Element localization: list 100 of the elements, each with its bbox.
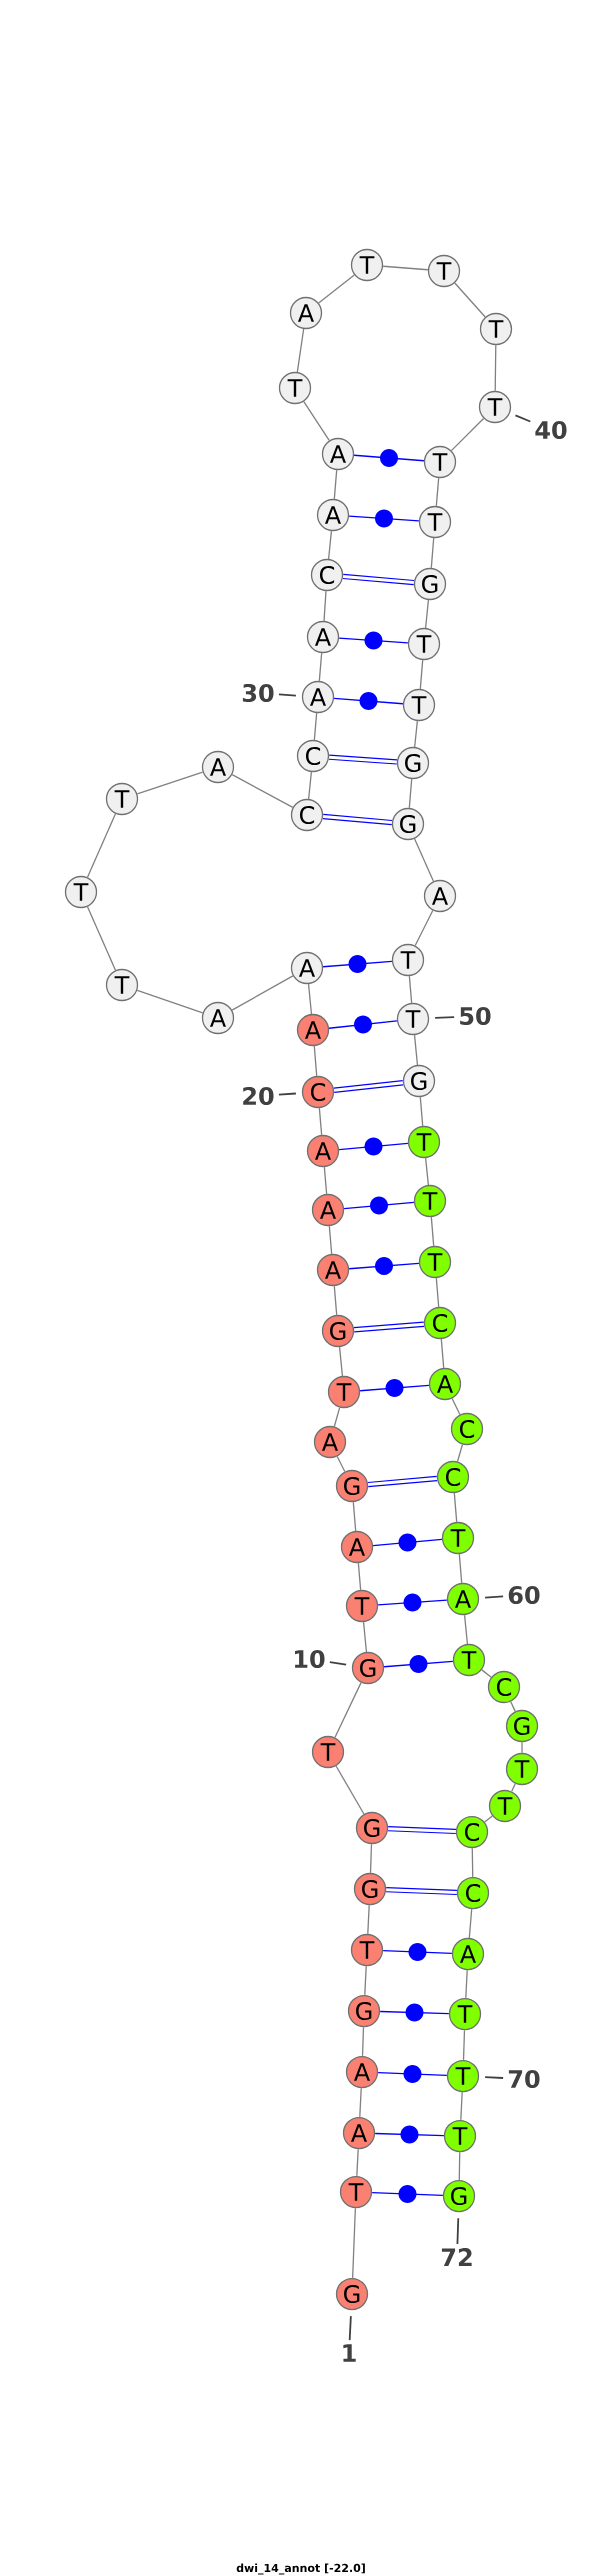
position-number: 10: [295, 1649, 325, 1669]
position-number: 72: [441, 2248, 472, 2266]
backbone-line: [86, 813, 117, 878]
backbone-line: [414, 909, 434, 947]
base-pair-line: [322, 813, 393, 826]
base-pair-line: [367, 1475, 438, 1488]
backbone-line: [414, 720, 418, 748]
backbone-line: [333, 1406, 341, 1428]
backbone-line: [458, 1553, 463, 1584]
backbone-line: [323, 1166, 328, 1195]
backbone-line: [361, 2026, 365, 2057]
backbone-line: [136, 771, 204, 795]
backbone-line: [318, 274, 355, 304]
backbone-line: [408, 778, 413, 809]
backbone-line: [440, 1338, 445, 1369]
backbone-line: [521, 1741, 523, 1754]
backbone-line: [362, 1621, 368, 1653]
backbone-line: [463, 1614, 469, 1645]
base-pair-line: [359, 1379, 430, 1397]
base-pair-line: [342, 573, 415, 586]
backbone-line: [136, 989, 204, 1014]
backbone-line: [494, 344, 497, 392]
backbone-line: [511, 1783, 516, 1792]
backbone-line: [413, 838, 435, 882]
backbone-line: [335, 1765, 365, 1815]
position-number: 1: [343, 2344, 356, 2362]
backbone-line: [231, 975, 294, 1011]
backbone-line: [435, 1277, 440, 1308]
backbone-line: [367, 1904, 370, 1935]
backbone-line: [484, 1815, 493, 1823]
position-number: 70: [508, 2069, 540, 2089]
leader-line: [514, 414, 532, 423]
base-pair-line: [383, 1655, 454, 1673]
base-pair-line: [353, 449, 425, 467]
base-pair-line: [371, 2185, 444, 2204]
backbone-line: [318, 1107, 323, 1136]
base-pair-line: [333, 1080, 404, 1093]
backbone-line: [408, 975, 413, 1004]
backbone-line: [364, 1965, 367, 1996]
base-pair-line: [372, 1533, 443, 1552]
backbone-line: [462, 2029, 466, 2061]
backbone-line: [456, 1443, 464, 1463]
base-pair-line: [322, 955, 393, 973]
backbone-line: [471, 1847, 474, 1878]
backbone-line: [336, 1455, 346, 1473]
backbone-line: [303, 400, 330, 442]
backbone-line: [510, 1701, 516, 1712]
base-pair-line: [338, 1137, 409, 1156]
backbone-line: [333, 469, 338, 500]
backbone-line: [430, 1216, 435, 1247]
position-number: 40: [535, 420, 567, 440]
backbone-line: [338, 1346, 344, 1377]
leader-line: [278, 1092, 297, 1096]
backbone-line: [468, 1908, 473, 1939]
base-pair-line: [353, 1321, 425, 1333]
base-pair-line: [374, 2125, 445, 2144]
backbone-line: [323, 590, 327, 622]
backbone-line: [86, 906, 117, 971]
backbone-line: [430, 537, 435, 569]
base-pair-line: [343, 1196, 415, 1215]
backbone-line: [458, 2151, 461, 2181]
base-pair-line: [348, 1257, 420, 1275]
backbone-line: [481, 1669, 492, 1678]
leader-line: [434, 1016, 455, 1019]
base-pair-line: [328, 1015, 398, 1034]
base-pair-line: [382, 1943, 453, 1962]
backbone-line: [307, 983, 313, 1015]
leader-line: [456, 2217, 460, 2245]
backbone-line: [453, 1492, 458, 1523]
position-number: 30: [242, 683, 274, 703]
leader-line: [348, 2315, 352, 2341]
backbone-line: [419, 1096, 424, 1127]
leader-line: [484, 1595, 504, 1599]
base-pair-line: [377, 1593, 448, 1612]
backbone-line: [424, 599, 430, 629]
backbone-line: [425, 1157, 429, 1186]
backbone-line: [451, 1397, 461, 1416]
backbone-line: [334, 1681, 362, 1739]
caption: dwi_14_annot [-22.0]: [236, 2563, 365, 2575]
backbone-line: [369, 1843, 373, 1874]
backbone-line: [313, 1045, 318, 1077]
base-pair-line: [379, 2003, 450, 2022]
backbone-line: [356, 2148, 359, 2177]
backbone-line: [450, 417, 485, 452]
backbone-line: [328, 1225, 333, 1255]
base-pair-line: [333, 692, 404, 710]
leader-line: [484, 2076, 504, 2079]
backbone-line: [352, 2207, 356, 2279]
backbone-line: [435, 477, 440, 507]
backbone-line: [382, 265, 429, 271]
backbone-line: [460, 2091, 463, 2121]
backbone-line: [327, 530, 333, 560]
base-pair-line: [377, 2065, 448, 2084]
base-pair-line: [386, 1886, 457, 1896]
base-pair-line: [338, 631, 409, 650]
backbone-line: [352, 1501, 357, 1532]
backbone-line: [419, 659, 424, 690]
base-pair-line: [348, 509, 420, 528]
leader-line: [328, 1661, 347, 1666]
leader-line: [278, 693, 297, 697]
